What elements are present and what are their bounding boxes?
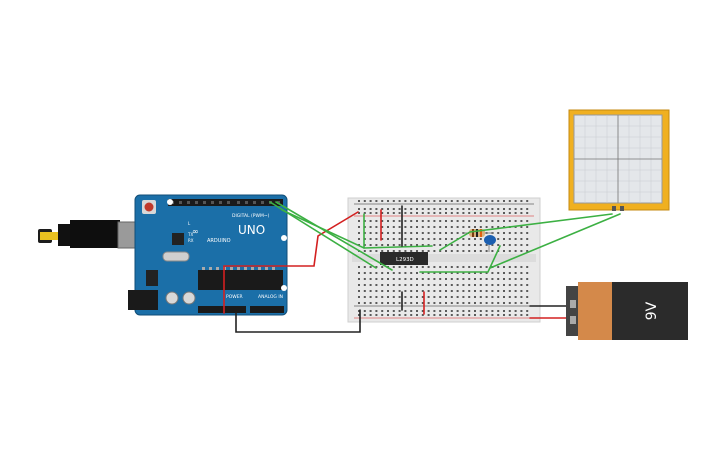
tx-led-label: TX [187, 232, 193, 237]
wire-signal-2[interactable] [275, 201, 393, 271]
scope-probe-terminal[interactable] [612, 206, 616, 211]
voltage-regulator [146, 270, 158, 286]
capacitor-2 [182, 291, 196, 305]
arduino-uno-board[interactable]: DIGITAL (PWM~) ∞ UNO ARDUINO L TX RX POW… [128, 194, 288, 316]
uno-logo: UNO [238, 223, 265, 237]
l293d-chip[interactable]: L293D [380, 252, 428, 265]
capacitor[interactable] [484, 235, 496, 252]
wire-motor[interactable] [419, 245, 501, 273]
wire-scope-1[interactable] [439, 213, 613, 251]
rx-led-label: RX [188, 238, 194, 243]
oscilloscope[interactable] [568, 109, 670, 211]
wires[interactable] [223, 201, 621, 333]
usb-chip [172, 233, 184, 245]
power-label: POWER [226, 294, 243, 300]
breadboard-holes [358, 200, 529, 316]
crystal [162, 251, 190, 262]
mount-hole [167, 199, 173, 205]
analog-header [250, 306, 284, 313]
scope-probe-terminal[interactable] [620, 206, 624, 211]
digital-header [168, 199, 283, 206]
capacitor-1 [165, 291, 179, 305]
mount-hole [281, 235, 287, 241]
atmega-chip [198, 270, 283, 290]
chip-label: L293D [396, 257, 414, 263]
battery-label: 9V [644, 301, 660, 320]
digital-label: DIGITAL (PWM~) [232, 213, 270, 219]
reset-icon [144, 202, 154, 212]
battery-9v[interactable]: 9V [566, 282, 688, 340]
dc-power-jack[interactable] [128, 290, 158, 310]
infinity-logo-icon: ∞ [192, 227, 199, 236]
mount-hole [281, 285, 287, 291]
l-led-label: L [188, 221, 191, 226]
power-header [198, 306, 246, 313]
wire-5v[interactable] [223, 211, 359, 314]
wire-gnd[interactable] [235, 309, 361, 333]
arduino-brand: ARDUINO [207, 238, 231, 244]
wire-scope-2[interactable] [489, 213, 621, 269]
analog-label: ANALOG IN [258, 294, 283, 300]
